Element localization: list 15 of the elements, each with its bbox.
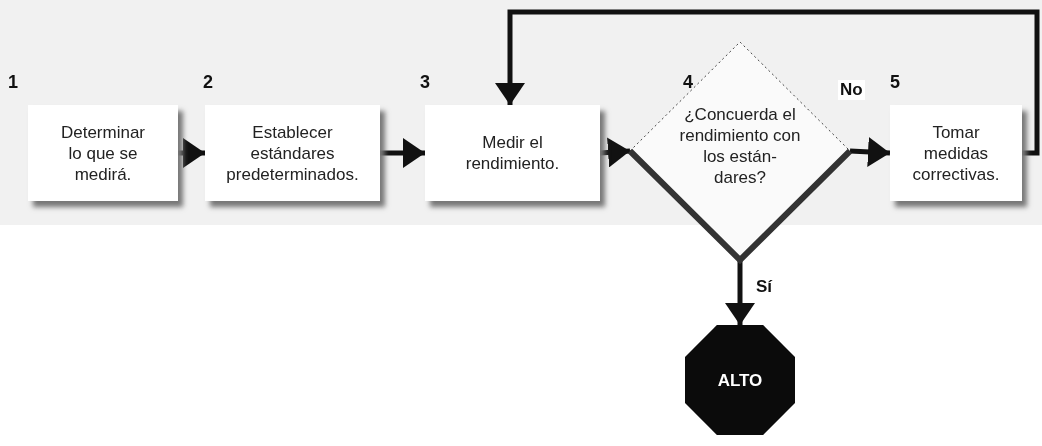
step-text: Determinar lo que se medirá. bbox=[59, 121, 147, 185]
stop-octagon bbox=[685, 325, 795, 435]
arrow bbox=[380, 138, 425, 168]
step-text: Tomar medidas correctivas. bbox=[911, 121, 1001, 185]
step-number: 5 bbox=[890, 72, 900, 93]
step-number: 2 bbox=[203, 72, 213, 93]
arrow bbox=[725, 260, 755, 325]
arrow bbox=[599, 137, 631, 168]
stop-label: ALTO bbox=[716, 369, 764, 391]
step-number: 3 bbox=[420, 72, 430, 93]
step-text: Medir el rendimiento. bbox=[464, 132, 561, 174]
step-text: Establecer estándares predeterminados. bbox=[225, 121, 360, 185]
arrow bbox=[849, 136, 891, 167]
arrow bbox=[178, 138, 205, 168]
step-number: 1 bbox=[8, 72, 18, 93]
